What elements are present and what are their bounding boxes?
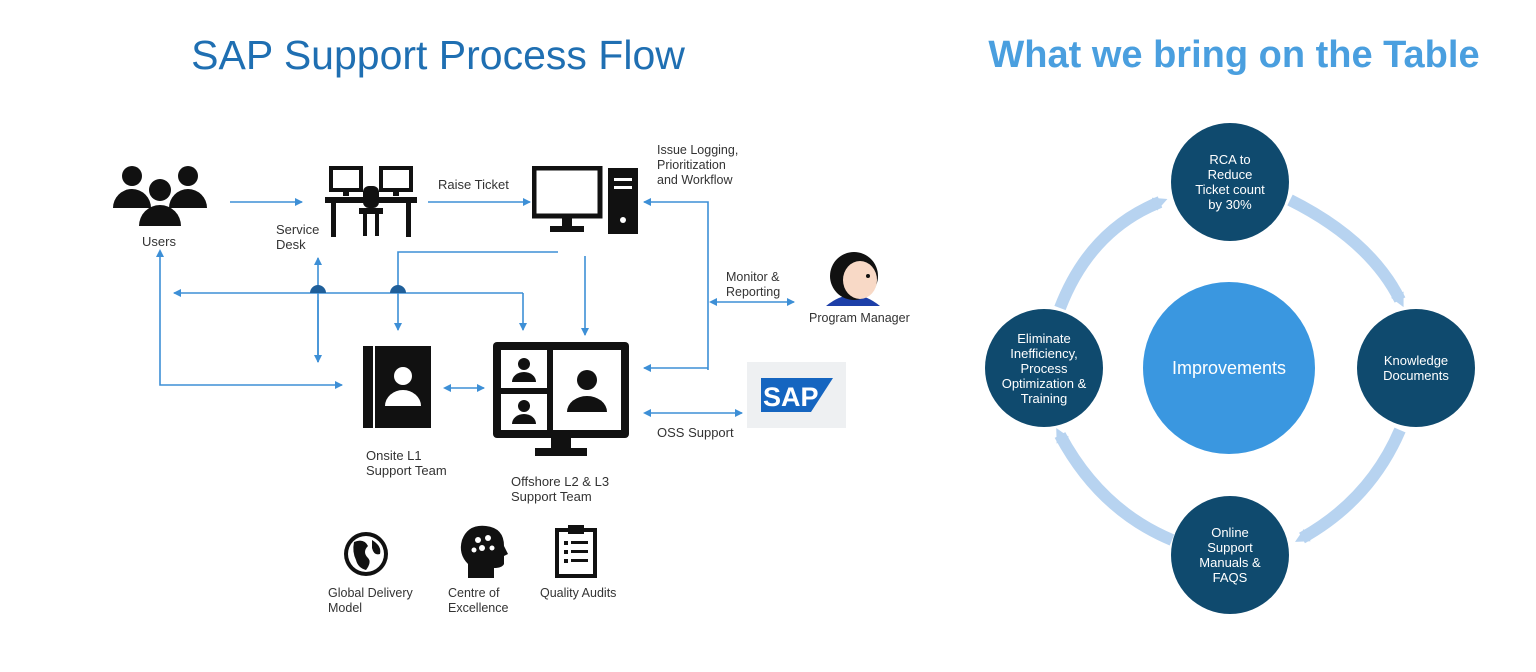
users-label: Users <box>142 234 176 249</box>
online-support-label: Online Support Manuals & FAQS <box>1199 525 1261 585</box>
monitor-reporting-label: Monitor & Reporting <box>726 270 781 299</box>
sap-logo: SAP <box>747 362 846 428</box>
onsite-directory-book-icon <box>363 346 431 428</box>
rca-circle: RCA to Reduce Ticket count by 30% <box>1171 123 1289 241</box>
improvements-circle: Improvements <box>1143 282 1315 454</box>
eliminate-inefficiency-circle: Eliminate Inefficiency, Process Optimiza… <box>985 309 1103 427</box>
eliminate-inefficiency-label: Eliminate Inefficiency, Process Optimiza… <box>1001 330 1087 406</box>
offshore-video-conference-icon <box>493 342 629 456</box>
rca-label: RCA to Reduce Ticket count by 30% <box>1195 152 1265 212</box>
brain-head-icon <box>460 525 508 578</box>
online-support-circle: Online Support Manuals & FAQS <box>1171 496 1289 614</box>
raise-ticket-label: Raise Ticket <box>438 177 509 192</box>
users-group-icon <box>113 166 207 226</box>
centre-of-excellence-label: Centre of Excellence <box>448 586 509 615</box>
quality-audits-label: Quality Audits <box>540 586 617 600</box>
oss-support-label: OSS Support <box>657 425 734 440</box>
issue-logging-label: Issue Logging, Prioritization and Workfl… <box>657 143 739 187</box>
clipboard-icon <box>555 525 597 578</box>
offshore-team-label: Offshore L2 & L3 Support Team <box>511 474 610 504</box>
knowledge-documents-circle: Knowledge Documents <box>1357 309 1475 427</box>
right-title: What we bring on the Table <box>988 34 1480 76</box>
improvements-label: Improvements <box>1171 357 1287 378</box>
service-desk-icon <box>325 166 417 237</box>
program-manager-label: Program Manager <box>809 311 910 325</box>
knowledge-documents-label: Knowledge Documents <box>1383 353 1449 383</box>
left-title: SAP Support Process Flow <box>191 32 685 78</box>
desktop-computer-icon <box>532 166 638 234</box>
sap-logo-text: SAP <box>763 382 819 412</box>
improvement-cycle-arrows <box>1054 194 1406 546</box>
globe-icon <box>344 532 388 576</box>
service-desk-label: Service Desk <box>276 222 320 252</box>
onsite-team-label: Onsite L1 Support Team <box>366 448 447 478</box>
global-delivery-label: Global Delivery Model <box>328 586 413 615</box>
program-manager-avatar-icon <box>826 252 880 306</box>
